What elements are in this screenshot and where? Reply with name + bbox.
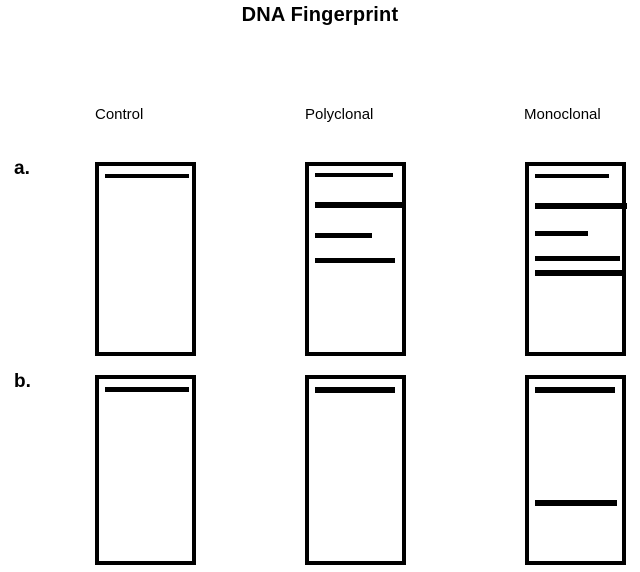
dna-band [535,387,615,393]
dna-band [315,258,395,263]
row-label-a: a. [14,158,30,179]
column-header-monoclonal: Monoclonal [524,106,601,123]
page-title: DNA Fingerprint [241,4,399,26]
column-header-control: Control [95,106,144,123]
gel-lane-b-polyclonal [305,375,406,565]
dna-band [535,231,588,236]
dna-band [315,233,372,238]
row-label-b: b. [14,371,31,392]
column-header-polyclonal: Polyclonal [305,106,374,123]
dna-band [105,174,189,178]
gel-lane-a-polyclonal [305,162,406,356]
gel-lane-b-control [95,375,196,565]
dna-band [535,256,620,261]
dna-band [535,203,627,209]
dna-band [315,173,393,177]
dna-band [535,270,625,276]
gel-lane-a-control [95,162,196,356]
dna-band [105,387,189,392]
dna-band [315,202,405,208]
dna-band [315,387,395,393]
gel-lane-b-monoclonal [525,375,626,565]
dna-band [535,174,609,178]
gel-lane-a-monoclonal [525,162,627,356]
dna-band [535,500,617,506]
